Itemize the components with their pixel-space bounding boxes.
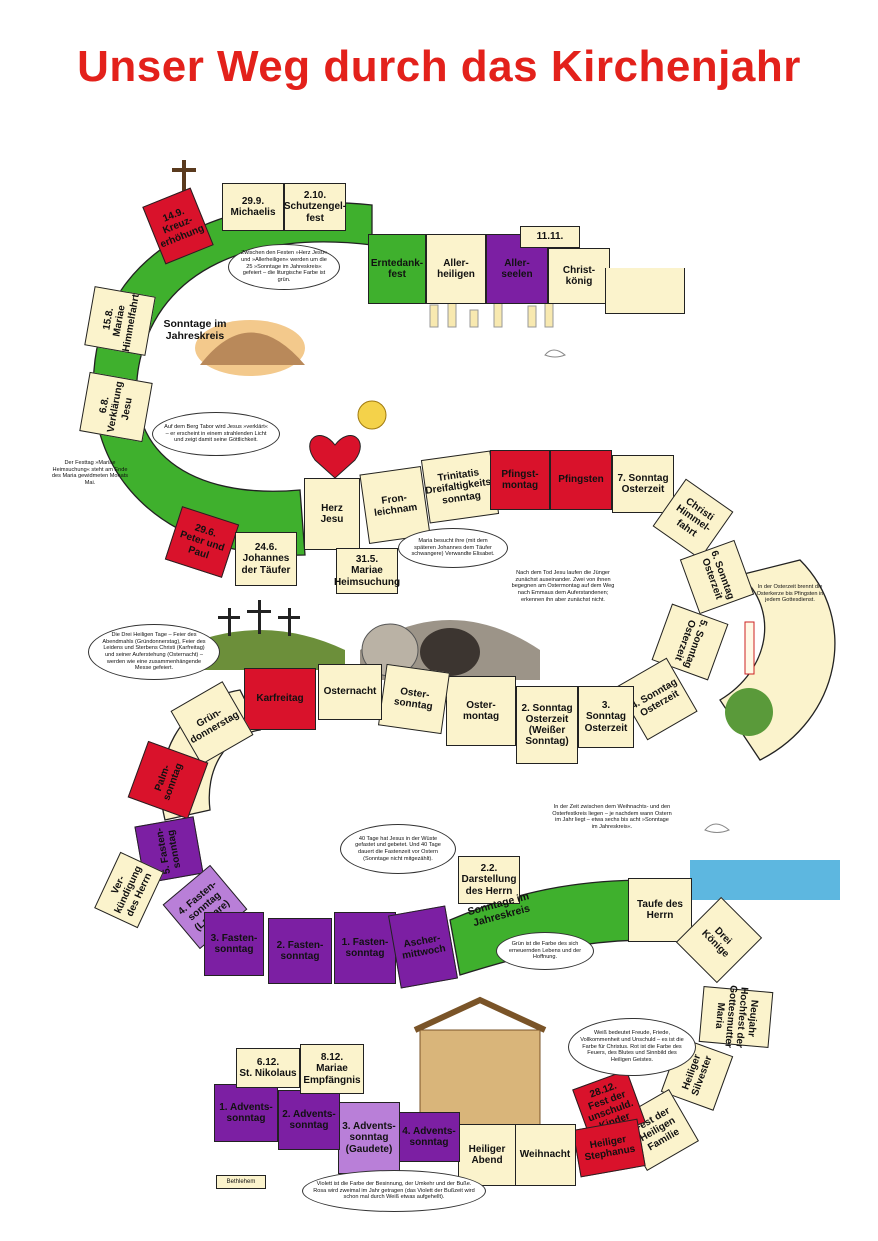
feast-karfreitag: Karfreitag	[244, 668, 316, 730]
feast-erntedankfest: Erntedank- fest	[368, 234, 426, 304]
label-sonntage-jahreskreis-top: Sonntage im Jahreskreis	[163, 318, 227, 342]
feast-michaelis: 29.9. Michaelis	[222, 183, 284, 231]
note-tabor: Auf dem Berg Tabor wird Jesus »verklärt«…	[152, 412, 280, 456]
note-weiss-rot: Weiß bedeutet Freude, Friede, Vollkommen…	[568, 1018, 696, 1076]
feast-allerheiligen: Aller- heiligen	[426, 234, 486, 304]
stable-roof	[413, 996, 547, 1033]
note-gruen: Grün ist die Farbe des sich erneuernden …	[496, 932, 594, 970]
heart-icon	[309, 435, 361, 479]
feast-neujahr: Neujahr Hochfest der Gottesmutter Maria	[698, 985, 774, 1048]
feast-taufe-des-herrn: Taufe des Herrn	[628, 878, 692, 942]
feast-ostern-7: 7. Sonntag Osterzeit	[612, 455, 674, 513]
tabor-mountain	[200, 332, 305, 365]
feast-advent-3: 3. Advents- sonntag (Gaudete)	[338, 1102, 400, 1174]
cross-icon	[182, 160, 186, 196]
note-weihnacht-ostern: In der Zeit zwischen dem Weihnachts- und…	[552, 804, 672, 831]
feast-pfingstmontag: Pfingst- montag	[490, 450, 550, 510]
note-herz-jesu: Zwischen den Festen »Herz Jesu« und »All…	[228, 244, 340, 290]
note-heimsuchung: Der Festtag »Mariae Heimsuchung« steht a…	[51, 460, 129, 487]
feast-herz-jesu: Herz Jesu	[304, 478, 360, 550]
note-osterkerze: In der Osterzeit brennt die Osterkerze b…	[756, 584, 824, 604]
cross-3	[288, 608, 291, 636]
golgotha-hill	[175, 630, 345, 670]
cross-1	[228, 608, 231, 636]
feast-mariae-heimsuchung: 31.5. Mariae Heimsuchung	[334, 548, 400, 594]
feast-weihnacht: Weihnacht	[514, 1124, 576, 1186]
feast-pfingsten: Pfingsten	[550, 450, 612, 510]
feast-ostern-2: 2. Sonntag Osterzeit (Weißer Sonntag)	[516, 686, 578, 764]
feast-ostermontag: Oster- montag	[446, 676, 516, 746]
note-maria-besucht: Maria besucht ihre (mit dem späteren Joh…	[398, 528, 508, 568]
feast-fasten-3: 3. Fasten- sonntag	[204, 912, 264, 976]
feast-nikolaus: 6.12. St. Nikolaus	[236, 1048, 300, 1088]
feast-ostersonntag: Oster- sonntag	[377, 663, 451, 735]
feast-allerseelen: Aller- seelen	[486, 234, 548, 304]
note-emmaus: Nach dem Tod Jesu laufen die Jünger zunä…	[511, 570, 615, 603]
sign-bethlehem: Bethlehem	[216, 1175, 266, 1189]
feast-heiliger-abend: Heiliger Abend	[458, 1124, 516, 1186]
feast-advent-2: 2. Advents- sonntag	[278, 1090, 340, 1150]
jordan-water	[690, 860, 840, 900]
stable	[419, 1029, 541, 1131]
easter-wreath	[725, 688, 773, 736]
feast-fasten-2: 2. Fasten- sonntag	[268, 918, 332, 984]
feast-trinitatis: Trinitatis Dreifaltigkeits- sonntag	[420, 450, 500, 524]
feast-aschermittwoch: Ascher- mittwoch	[388, 905, 458, 989]
easter-candle	[744, 621, 755, 675]
feast-osternacht: Osternacht	[318, 664, 382, 720]
candles-illustration	[429, 299, 554, 328]
page-title: Unser Weg durch das Kirchenjahr	[77, 42, 801, 91]
tomb-entrance	[420, 628, 480, 676]
feast-darstellung: 2.2. Darstellung des Herrn	[458, 856, 520, 904]
dove-icon	[544, 349, 566, 358]
feast-advent-4: 4. Advents- sonntag	[398, 1112, 460, 1162]
dove-icon-2	[704, 823, 730, 833]
feast-ostern-3: 3. Sonntag Osterzeit	[578, 686, 634, 748]
feast-verklaerung: 6.8. Verklärung Jesu	[79, 371, 153, 443]
note-drei-tage: Die Drei Heiligen Tage – Feier des Abend…	[88, 624, 220, 680]
note-vierzig-tage: 40 Tage hat Jesus in der Wüste gefastet …	[340, 824, 456, 874]
feast-fasten-1: 1. Fasten- sonntag	[334, 912, 396, 984]
monstrance-icon	[357, 400, 387, 430]
note-violett: Violett ist die Farbe der Besinnung, der…	[302, 1170, 486, 1212]
feast-advent-1: 1. Advents- sonntag	[214, 1084, 278, 1142]
feast-martin: 11.11.	[520, 226, 580, 248]
feast-christkoenig: Christ- könig	[548, 248, 610, 304]
cross-2	[258, 600, 261, 634]
feast-schutzengelfest: 2.10. Schutzengel- fest	[284, 183, 346, 231]
path-ribbon-christkoenig	[605, 268, 685, 314]
feast-johannes-der-taeufer: 24.6. Johannes der Täufer	[235, 532, 297, 586]
feast-mariae-empfaengnis: 8.12. Mariae Empfängnis	[300, 1044, 364, 1094]
